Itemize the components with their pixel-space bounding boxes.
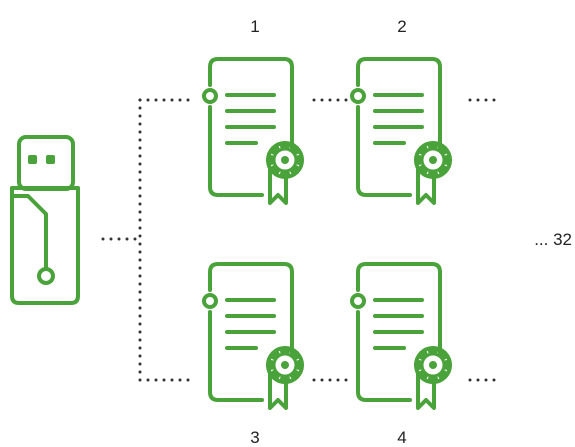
certificate-3-icon (202, 262, 304, 410)
usb-contact-left (28, 155, 37, 164)
certificate-1-icon (202, 57, 304, 205)
certificate-4-icon (350, 262, 452, 410)
seal-dot (281, 156, 289, 164)
usb-drive-icon (10, 135, 80, 305)
usb-contact-right (46, 155, 55, 164)
seal-dot (281, 361, 289, 369)
connectors (101, 98, 502, 382)
label-2: 2 (397, 17, 406, 36)
label-4: 4 (397, 428, 406, 447)
seal-dot (429, 156, 437, 164)
more-count-label: ... 32 (534, 230, 572, 249)
certificate-2-icon (350, 57, 452, 205)
seal-dot (429, 361, 437, 369)
label-1: 1 (250, 17, 259, 36)
label-3: 3 (250, 428, 259, 447)
